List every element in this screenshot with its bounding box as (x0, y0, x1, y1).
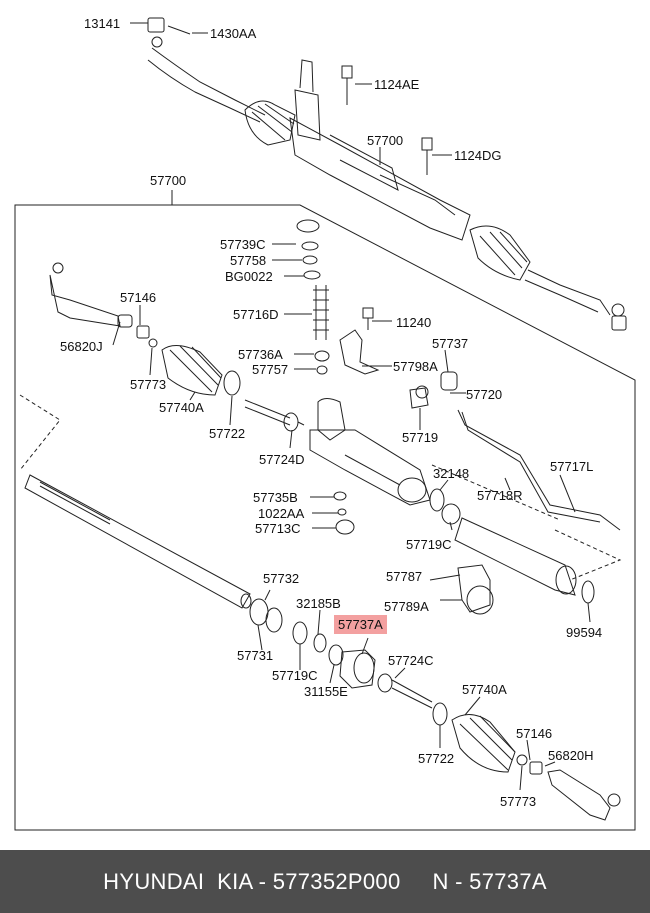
footer-text: HYUNDAI KIA - 577352P000 N - 57737A (103, 868, 547, 894)
label-57716D: 57716D (233, 307, 279, 322)
dashed-guide-2 (554, 529, 622, 581)
label-57713C: 57713C (255, 521, 301, 536)
label-57700-box: 57700 (150, 173, 187, 188)
dashed-guide (19, 394, 61, 471)
label-57731: 57731 (237, 648, 274, 663)
label-57739C: 57739C (220, 237, 266, 252)
label-57736A: 57736A (238, 347, 283, 362)
label-BG0022: BG0022 (225, 269, 273, 284)
label-57718R: 57718R (477, 488, 523, 503)
label-57737-top: 57737 (432, 336, 469, 351)
label-57717L: 57717L (550, 459, 594, 474)
top-rack-assembly (147, 17, 627, 331)
label-57146-right: 57146 (516, 726, 553, 741)
label-57700-top: 57700 (367, 133, 404, 148)
label-11240: 11240 (396, 315, 432, 330)
part-number-footer: HYUNDAI KIA - 577352P000 N - 57737A (0, 850, 650, 913)
label-32185B: 32185B (296, 596, 341, 611)
label-57720: 57720 (466, 387, 503, 402)
label-57722-right: 57722 (418, 751, 455, 766)
rack-bar (24, 474, 252, 609)
label-57719C-mid: 57719C (272, 668, 318, 683)
label-1022AA: 1022AA (258, 506, 305, 521)
label-31155E: 31155E (304, 684, 348, 699)
label-57719C-right: 57719C (406, 537, 452, 552)
label-1124AE: 1124AE (374, 77, 420, 92)
label-57740A-right: 57740A (462, 682, 507, 697)
steering-gear-diagram (14, 17, 636, 831)
label-57789A: 57789A (384, 599, 429, 614)
label-57798A: 57798A (393, 359, 438, 374)
label-57737A-highlighted: 57737A (334, 615, 387, 634)
label-56820H: 56820H (548, 748, 594, 763)
label-1430AA: 1430AA (210, 26, 257, 41)
label-57732: 57732 (263, 571, 300, 586)
label-57724C: 57724C (388, 653, 434, 668)
label-57724D: 57724D (259, 452, 305, 467)
center-housing (309, 398, 431, 506)
label-57735B: 57735B (253, 490, 298, 505)
assembly-outline (14, 204, 636, 831)
label-57146-left: 57146 (120, 290, 157, 305)
label-57740A-left: 57740A (159, 400, 204, 415)
label-32148: 32148 (433, 466, 470, 481)
label-57773-right: 57773 (500, 794, 537, 809)
dashed-guide-3 (431, 464, 561, 521)
label-57758: 57758 (230, 253, 267, 268)
label-57773-left: 57773 (130, 377, 167, 392)
label-57719: 57719 (402, 430, 439, 445)
label-1124DG: 1124DG (454, 148, 502, 163)
boot-right (451, 714, 516, 773)
boot-left (161, 345, 223, 396)
tie-rod-end-left (49, 262, 133, 328)
label-56820J: 56820J (60, 339, 103, 354)
label-57757: 57757 (252, 362, 289, 377)
label-57722-left: 57722 (209, 426, 246, 441)
label-99594: 99594 (566, 625, 603, 640)
label-13141: 13141 (84, 16, 121, 31)
label-57787: 57787 (386, 569, 423, 584)
